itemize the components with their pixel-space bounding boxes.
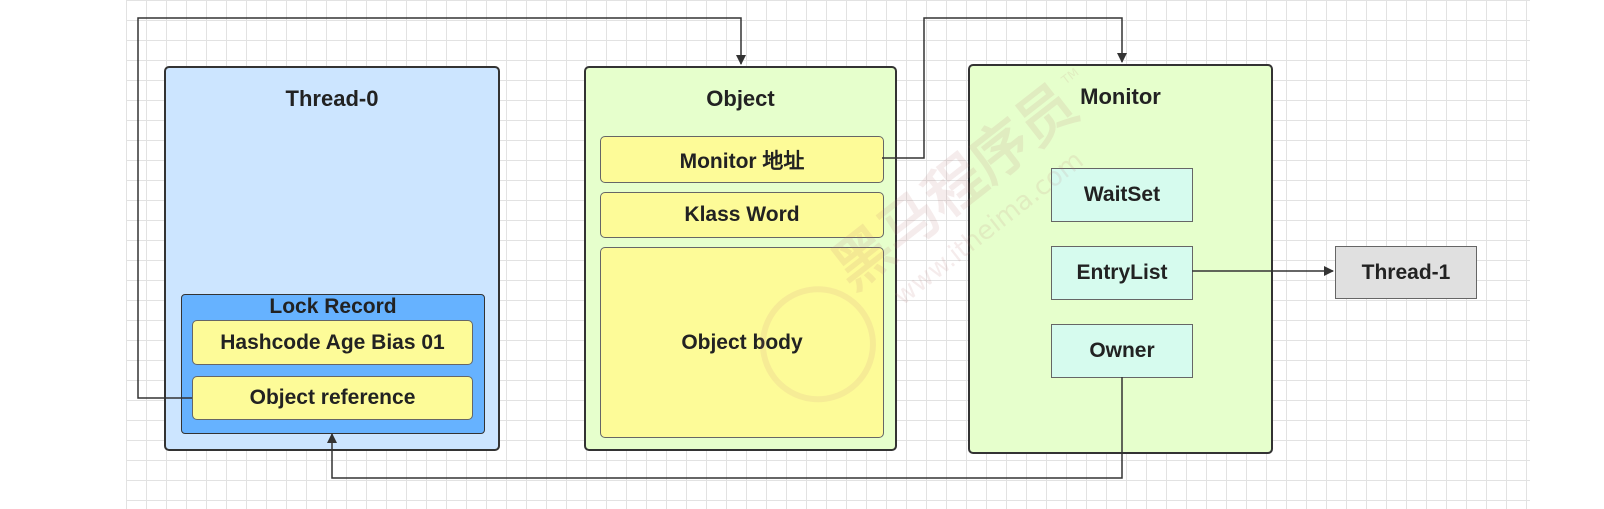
object-body-field: Object body <box>600 247 884 438</box>
monitor-address-field: Monitor 地址 <box>600 136 884 183</box>
klass-word-field: Klass Word <box>600 192 884 238</box>
monitor-panel: Monitor WaitSet EntryList Owner <box>968 64 1273 454</box>
lock-record-title: Lock Record <box>269 295 397 318</box>
object-reference-field: Object reference <box>192 376 473 420</box>
owner-thread0-arrow <box>327 377 1123 479</box>
lock-record: Lock Record Hashcode Age Bias 01 Object … <box>181 294 485 434</box>
object-reference-arrow <box>137 17 746 399</box>
entrylist-field: EntryList <box>1051 246 1193 300</box>
object-panel: Object Monitor 地址 Klass Word Object body <box>584 66 897 451</box>
thread0-panel: Thread-0 Lock Record Hashcode Age Bias 0… <box>164 66 500 451</box>
thread1-box: Thread-1 <box>1335 246 1477 299</box>
monitor-title: Monitor <box>1080 84 1161 109</box>
object-title: Object <box>706 86 775 111</box>
hashcode-age-bias-field: Hashcode Age Bias 01 <box>192 320 473 365</box>
waitset-field: WaitSet <box>1051 168 1193 222</box>
monitor-address-arrow <box>882 17 1127 159</box>
thread0-title: Thread-0 <box>285 86 379 111</box>
